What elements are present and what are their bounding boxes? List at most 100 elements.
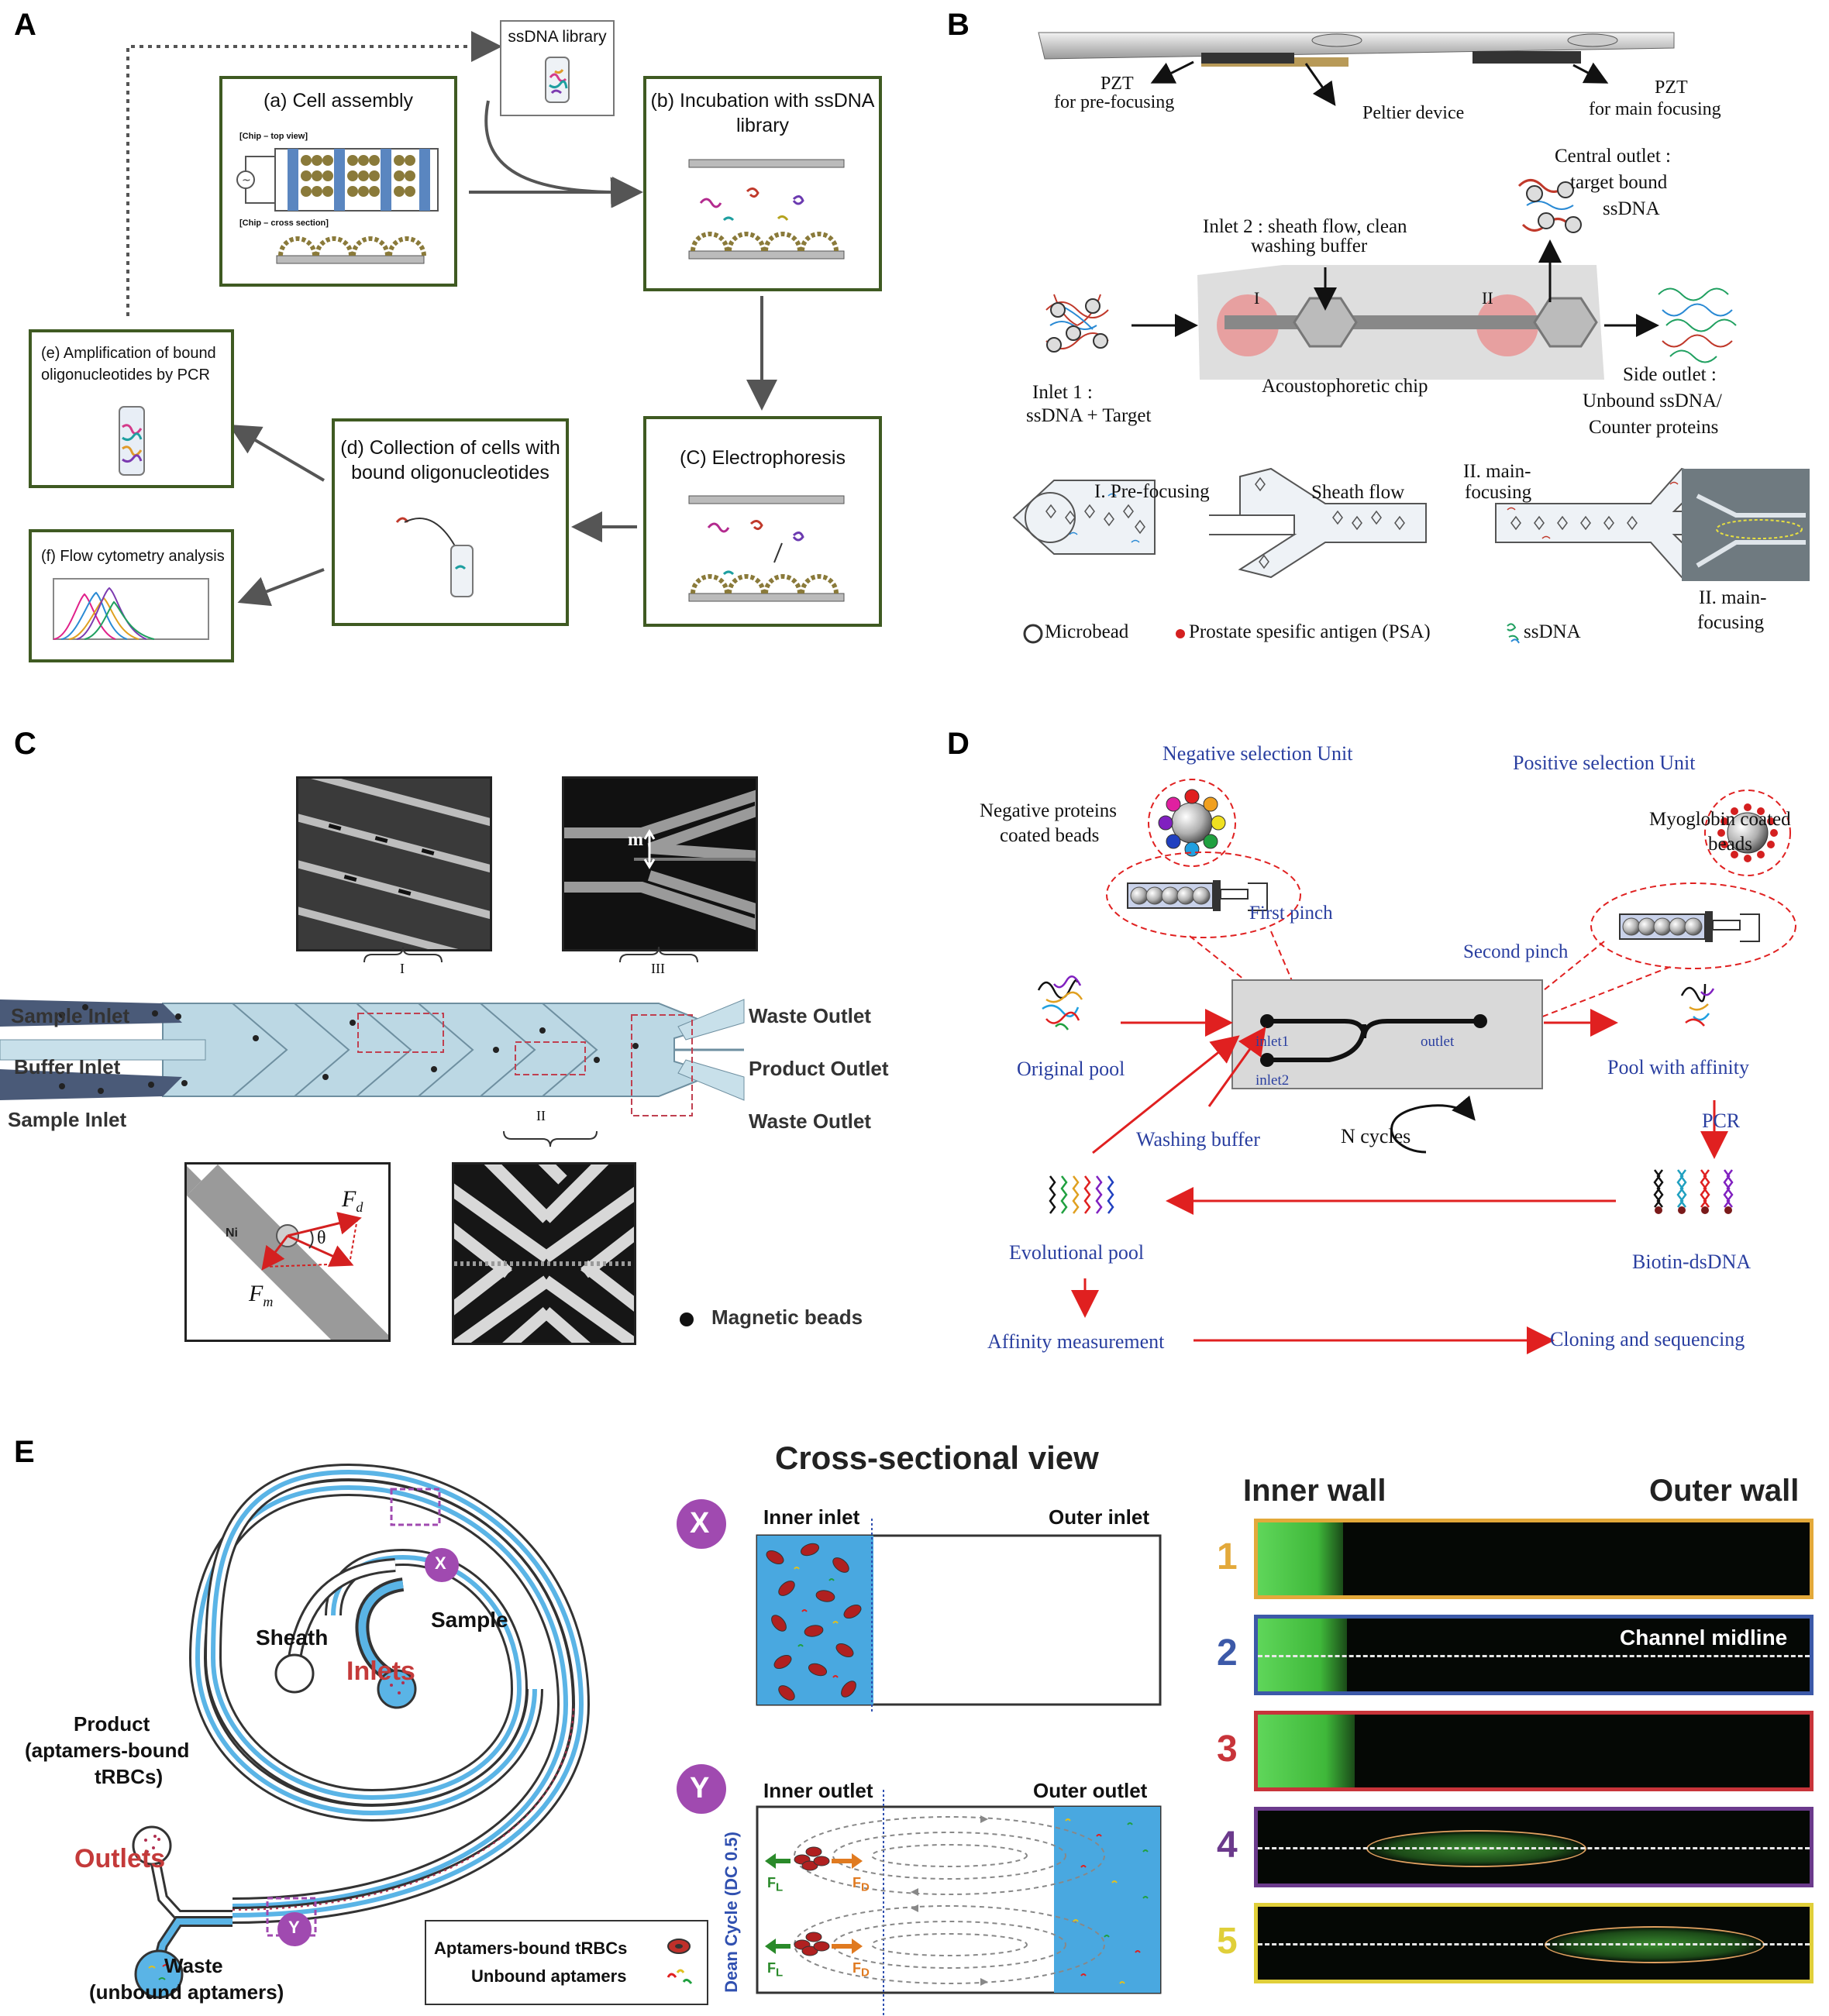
feedback-dotted-line [126, 31, 502, 316]
inlet1-label-1: Inlet 1 : [1032, 382, 1093, 403]
panel-c-channel [0, 946, 745, 1147]
inner-wall-label: Inner wall [1243, 1474, 1386, 1508]
inlet2-label-2: washing buffer [1251, 236, 1368, 256]
negative-beads-label-2: coated beads [1000, 825, 1100, 846]
sample-inlet-top-label: Sample Inlet [11, 1004, 130, 1027]
row-number-4: 4 [1217, 1825, 1238, 1866]
library-tube-icon [545, 57, 570, 103]
spiral-device [132, 1463, 591, 1999]
x-badge-label: X [690, 1507, 710, 1540]
magnetic-beads-label: Magnetic beads [711, 1306, 863, 1329]
fd-label-bottom: FD [852, 1960, 870, 1980]
cross-section-outlet [756, 1790, 1162, 2016]
incubation-diagram [688, 159, 845, 260]
buffer-inlet-label: Buffer Inlet [14, 1055, 121, 1079]
magnetic-bead-icon [680, 1312, 694, 1326]
positive-selection-unit-label: Positive selection Unit [1513, 752, 1696, 774]
central-outlet-label-1: Central outlet : [1555, 146, 1671, 167]
waste-outlet-top-label: Waste Outlet [749, 1004, 871, 1027]
ssdna-library-box: ssDNA library [500, 20, 615, 116]
chip-label: Acoustophoretic chip [1262, 376, 1428, 397]
sample-label: Sample [431, 1608, 508, 1632]
y-badge-label: Y [690, 1772, 710, 1804]
legend-unbound-label: Unbound aptamers [471, 1966, 627, 1986]
inlets-label: Inlets [346, 1656, 415, 1686]
fm-label: Fm [249, 1281, 274, 1309]
cross-sectional-title: Cross-sectional view [775, 1440, 1099, 1476]
pzt-pre-label-1: PZT [1100, 74, 1134, 94]
waste-label-2: (unbound aptamers) [89, 1980, 284, 2004]
inlet1-label-2: ssDNA + Target [1026, 405, 1152, 426]
affinity-measurement-label: Affinity measurement [987, 1330, 1165, 1353]
roman-ii-label: II [1482, 288, 1493, 308]
row-number-1: 1 [1217, 1536, 1238, 1577]
panel-e-legend: Aptamers-bound tRBCs Unbound aptamers [425, 1920, 708, 2005]
second-pinch-label: Second pinch [1463, 941, 1569, 962]
panel-a-arrows [126, 31, 777, 607]
x-marker-label: X [435, 1553, 446, 1573]
fluorescence-image-2 [1254, 1615, 1814, 1695]
outlets-label: Outlets [74, 1844, 166, 1873]
inner-inlet-label: Inner inlet [763, 1505, 860, 1529]
prefocus-label: I. Pre-focusing [1094, 481, 1210, 502]
central-outlet-label-2: target bound [1570, 172, 1668, 193]
side-outlet-label-2: Unbound ssDNA/ [1583, 390, 1722, 411]
panel-e-letter: E [14, 1435, 35, 1469]
inlet1-label: inlet1 [1256, 1034, 1290, 1050]
side-outlet-label-1: Side outlet : [1623, 364, 1717, 385]
m-label: m [628, 830, 643, 850]
legend-microbead: Microbead [1045, 621, 1129, 642]
box-c-electrophoresis: (C) Electrophoresis [643, 416, 882, 627]
pzt-pre-label-2: for pre-focusing [1054, 92, 1175, 112]
waste-outlet-bottom-label: Waste Outlet [749, 1109, 871, 1133]
box-b-title-line1: (b) Incubation with ssDNA [650, 90, 875, 112]
panel-b-device [1012, 32, 1810, 644]
pzt-main-label-2: for main focusing [1589, 99, 1721, 119]
collection-diagram [395, 517, 474, 597]
row-number-5: 5 [1217, 1921, 1238, 1962]
photo-label-2: focusing [1697, 612, 1765, 633]
product-label-3: tRBCs) [95, 1765, 164, 1788]
product-label-2: (aptamers-bound [25, 1739, 190, 1762]
fd-label: Fd [342, 1186, 363, 1215]
myoglobin-beads-label-1: Myoglobin coated [1649, 809, 1791, 830]
fl-label-bottom: FL [767, 1960, 784, 1980]
electrophoresis-diagram [688, 495, 845, 602]
central-outlet-label-3: ssDNA [1603, 198, 1660, 219]
main-focusing-label-2: focusing [1465, 482, 1532, 503]
negative-beads-label-1: Negative proteins [980, 800, 1118, 821]
panel-d-diagram [1037, 779, 1796, 1354]
inlet2-label-1: Inlet 2 : sheath flow, clean [1203, 216, 1407, 237]
box-d-title-line2: bound oligonucleotides [351, 462, 549, 483]
y-marker-label: Y [288, 1918, 300, 1937]
force-diagram-box: Ni θ Fd Fm [184, 1162, 391, 1342]
negative-selection-unit-label: Negative selection Unit [1162, 742, 1353, 765]
box-f-title: (f) Flow cytometry analysis [41, 548, 225, 565]
washing-buffer-label: Washing buffer [1136, 1128, 1260, 1151]
outer-inlet-label: Outer inlet [1049, 1505, 1150, 1529]
row-number-2: 2 [1217, 1632, 1238, 1674]
panel-b-letter: B [947, 8, 970, 42]
evolutional-pool-label: Evolutional pool [1009, 1241, 1145, 1264]
dean-cycle-label: Dean Cycle (DC 0.5) [721, 1832, 741, 1993]
roman-i-label: I [1254, 288, 1260, 308]
sample-inlet-bottom-label: Sample Inlet [8, 1108, 127, 1131]
product-label-1: Product [74, 1712, 150, 1736]
product-outlet-label: Product Outlet [749, 1057, 889, 1080]
sheath-label: Sheath [256, 1626, 329, 1650]
chip-cross-section-label: [Chip – cross section] [239, 218, 329, 228]
legend-psa: Prostate spesific antigen (PSA) [1189, 621, 1431, 642]
arrow-d-e [229, 424, 326, 482]
box-d-collection: (d) Collection of cells with bound oligo… [332, 418, 569, 626]
fluorescence-image-5 [1254, 1903, 1814, 1983]
side-outlet-label-3: Counter proteins [1589, 417, 1719, 438]
pcr-tube-icon [119, 406, 145, 476]
box-a-cell-assembly: (a) Cell assembly [Chip – top view] ~ [C… [219, 76, 457, 287]
y-badge [677, 1764, 726, 1814]
original-pool-label: Original pool [1017, 1058, 1125, 1080]
cloning-sequencing-label: Cloning and sequencing [1550, 1328, 1745, 1350]
box-e-amplification: (e) Amplification of bound oligonucleoti… [29, 329, 234, 488]
chip-top-view-label: [Chip – top view] [239, 132, 308, 141]
box-f-flow-cytometry: (f) Flow cytometry analysis [29, 529, 234, 662]
micrograph-region-ii [452, 1162, 636, 1345]
